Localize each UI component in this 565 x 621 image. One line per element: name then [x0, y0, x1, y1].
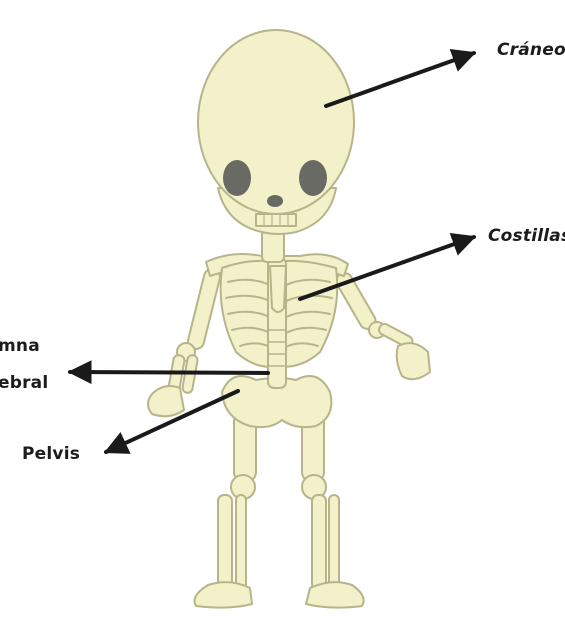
label-costillas: Costillas [488, 226, 565, 246]
left-arm [148, 267, 222, 416]
nose-hole [267, 195, 283, 207]
legs [195, 412, 364, 608]
arrow-icon-columna [70, 372, 268, 373]
teeth [256, 214, 296, 226]
skull [198, 30, 354, 234]
right-arm [334, 270, 430, 379]
left-eye-socket [223, 160, 251, 196]
label-columna-line1: mna [0, 336, 40, 356]
sternum [270, 266, 286, 312]
label-craneo: Cráneo [497, 40, 565, 60]
right-eye-socket [299, 160, 327, 196]
skeleton-illustration [148, 30, 430, 608]
arrow-icon-craneo [326, 53, 474, 106]
label-columna-line2: ebral [0, 373, 48, 393]
label-pelvis: Pelvis [22, 444, 80, 464]
